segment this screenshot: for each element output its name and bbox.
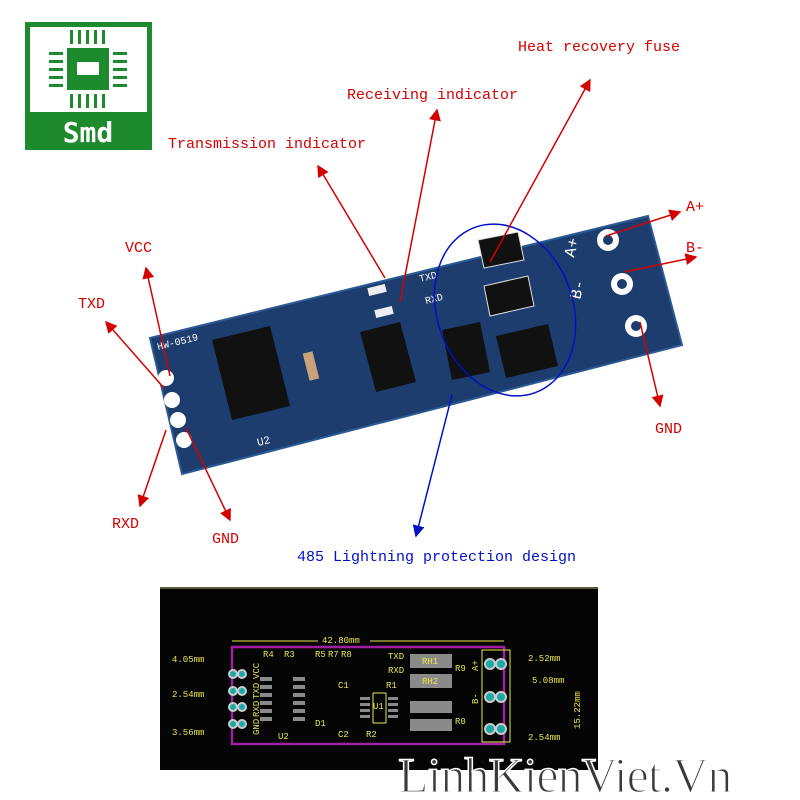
part-txd: TXD (388, 652, 404, 662)
label-gnd-left: GND (212, 531, 240, 548)
part-r9: R9 (455, 664, 466, 674)
silk-txd: TXD (418, 271, 438, 286)
part-r7: R7 (328, 650, 339, 660)
part-c2: C2 (338, 730, 349, 740)
dim-height: 15.22mm (573, 691, 583, 729)
part-c1: C1 (338, 681, 349, 691)
dim-left-2: 3.56mm (172, 728, 204, 738)
label-gnd-right: GND (655, 421, 683, 438)
label-heat-recovery-fuse: Heat recovery fuse (518, 39, 681, 56)
part-gnd-pin: GND (252, 719, 262, 735)
smd-logo: Smd (25, 22, 152, 150)
part-rxd: RXD (388, 666, 404, 676)
part-r1: R1 (386, 681, 397, 691)
silk-b-minus: B- (567, 278, 589, 301)
logo-text: Smd (63, 116, 114, 149)
part-r2: R2 (366, 730, 377, 740)
part-rh1: RH1 (422, 657, 438, 667)
module-photo: B- A+ HW-0519 U2 TXD RXD (105, 78, 698, 538)
part-d1: D1 (315, 719, 326, 729)
label-transmission-indicator: Transmission indicator (168, 136, 367, 153)
part-r8: R8 (341, 650, 352, 660)
dim-right-1: 5.08mm (532, 676, 564, 686)
watermark: LinhKienViet.Vn (397, 747, 733, 800)
dim-right-2: 2.54mm (528, 733, 560, 743)
rs485-board: B- A+ HW-0519 U2 TXD RXD (148, 214, 684, 476)
part-r4: R4 (263, 650, 274, 660)
part-rxd-pin: RXD (252, 701, 262, 717)
part-rh2: RH2 (422, 677, 438, 687)
silk-u2: U2 (256, 435, 272, 450)
dim-right-0: 2.52mm (528, 654, 560, 664)
part-vcc: VCC (252, 662, 262, 679)
part-u2: U2 (278, 732, 289, 742)
lightning-circle (433, 223, 577, 397)
part-r3: R3 (284, 650, 295, 660)
label-b-minus: B- (686, 240, 705, 257)
dim-left-1: 2.54mm (172, 690, 204, 700)
dim-length: 42.80mm (322, 636, 360, 646)
label-a-plus: A+ (686, 199, 705, 216)
pcb-layout-diagram: 42.80mm 4.05mm 2.54mm 3.56mm 2.52mm 5.08… (160, 587, 598, 770)
part-txd-pin: TXD (252, 683, 262, 699)
part-r5: R5 (315, 650, 326, 660)
part-r0: R0 (455, 717, 466, 727)
part-u1: U1 (373, 702, 384, 712)
label-txd: TXD (78, 296, 106, 313)
label-receiving-indicator: Receiving indicator (347, 87, 519, 104)
part-a-plus: A+ (471, 660, 481, 671)
silk-a-plus: A+ (561, 236, 583, 259)
label-vcc: VCC (125, 240, 153, 257)
dim-left-0: 4.05mm (172, 655, 204, 665)
part-b-minus: B- (471, 693, 481, 704)
callout-arrows (105, 78, 698, 522)
label-rxd: RXD (112, 516, 140, 533)
label-lightning-protection: 485 Lightning protection design (297, 549, 577, 566)
